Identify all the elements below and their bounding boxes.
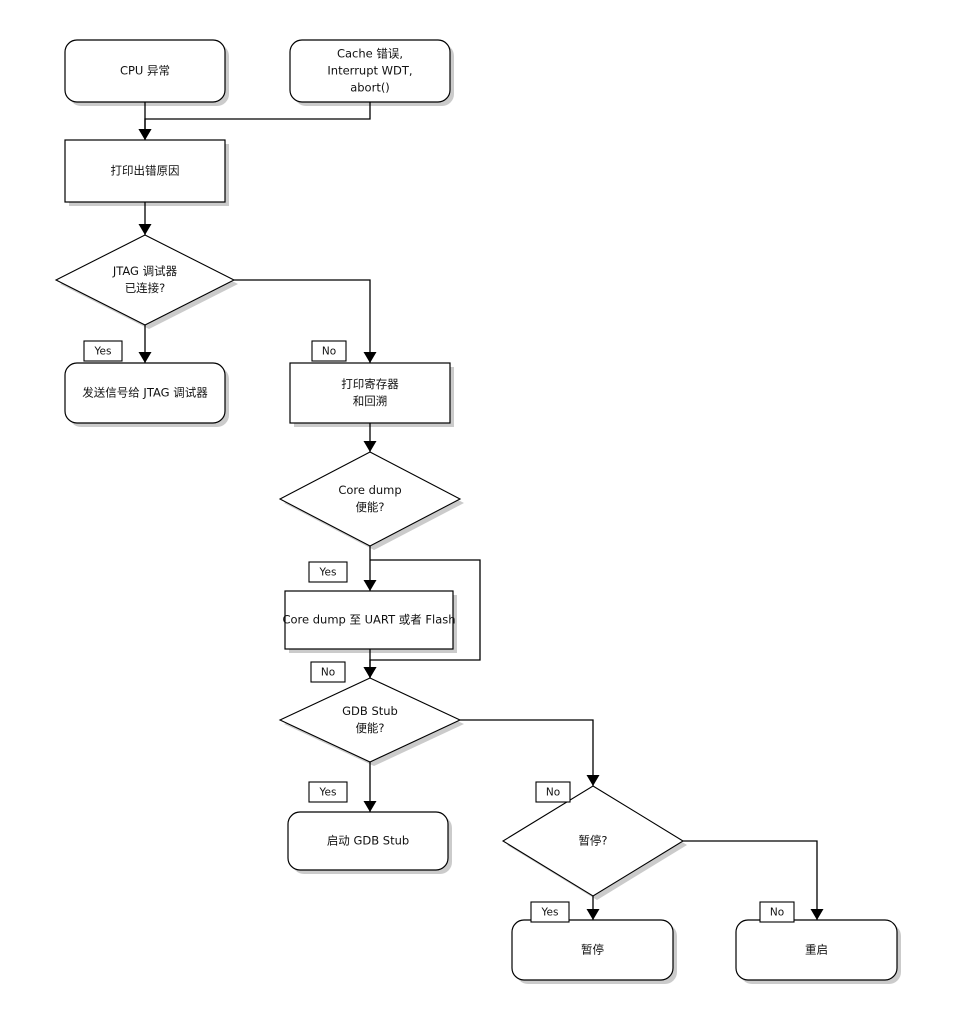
- node-coredump-enabled[interactable]: Core dump 便能?: [278, 451, 462, 547]
- arrowhead: [363, 352, 377, 363]
- node-outline: [278, 451, 462, 547]
- node-label-line: abort(): [350, 81, 390, 95]
- edge-jtag-yes-to-send-signal: [138, 325, 152, 363]
- node-outline: [54, 234, 236, 326]
- arrowhead: [586, 909, 600, 920]
- edge-label-text: Yes: [319, 787, 337, 799]
- node-layer: CPU 异常 Cache 错误, Interrupt WDT, abort() 打印出错…: [54, 39, 898, 981]
- edge-label-halt-no: No: [759, 901, 795, 923]
- node-send-signal-to-jtag[interactable]: 发送信号给 JTAG 调试器: [64, 362, 226, 424]
- node-label-line: 和回溯: [353, 394, 388, 408]
- edge-layer: [138, 102, 824, 920]
- node-label-line: CPU 异常: [120, 64, 170, 78]
- node-outline: [289, 362, 451, 424]
- node-label-line: 便能?: [355, 721, 384, 735]
- arrowhead: [363, 580, 377, 591]
- node-label-line: 打印出错原因: [111, 164, 180, 178]
- edge-label-jtag-yes: Yes: [83, 340, 123, 362]
- node-outline: [501, 785, 685, 897]
- edge-print-registers-to-coredump-decision: [363, 423, 377, 452]
- node-cpu-exception[interactable]: CPU 异常: [64, 39, 226, 103]
- node-halt-question[interactable]: 暂停?: [501, 785, 685, 897]
- node-reboot[interactable]: 重启: [735, 919, 898, 981]
- edge-label-jtag-no: No: [311, 340, 347, 362]
- arrowhead: [586, 775, 600, 786]
- edge-print-error-to-jtag-decision: [138, 202, 152, 235]
- edge-label-coredump-no: No: [310, 661, 346, 683]
- node-label-line: 暂停?: [578, 834, 607, 848]
- node-label-line: 发送信号给 JTAG 调试器: [82, 386, 208, 400]
- node-outline: [278, 677, 462, 763]
- node-cache-error[interactable]: Cache 错误, Interrupt WDT, abort(): [289, 39, 451, 103]
- edge-coredump-write-to-gdbstub-decision: [363, 649, 377, 678]
- edge-label-box: [83, 340, 123, 362]
- node-label-line: Interrupt WDT,: [327, 64, 412, 78]
- edge-label-coredump-yes: Yes: [308, 561, 348, 583]
- node-label-line: JTAG 调试器: [112, 264, 178, 278]
- node-outline: [511, 919, 674, 981]
- edge-label-text: Yes: [541, 907, 559, 919]
- node-label-line: 重启: [805, 943, 828, 957]
- node-outline: [64, 139, 226, 203]
- node-label-line: 暂停: [581, 943, 604, 957]
- node-label-line: Core dump 至 UART 或者 Flash: [282, 613, 455, 627]
- arrowhead: [363, 667, 377, 678]
- node-outline: [287, 811, 449, 871]
- node-label-line: Cache 错误,: [337, 47, 403, 61]
- arrowhead: [363, 441, 377, 452]
- edge-label-gdbstub-yes: Yes: [308, 781, 348, 803]
- edge-halt-yes-to-halt-node: [586, 896, 600, 920]
- node-label-line: 打印寄存器: [341, 377, 399, 391]
- node-coredump-to-uart-flash[interactable]: Core dump 至 UART 或者 Flash: [282, 590, 456, 650]
- edge-label-box: [308, 781, 348, 803]
- edge-label-box: [530, 901, 570, 923]
- edge-coredump-yes-to-write: [363, 546, 377, 591]
- edge-label-text: No: [321, 667, 335, 679]
- arrowhead: [138, 129, 152, 140]
- edge-halt-no-to-reboot: [683, 840, 824, 920]
- edge-label-box: [311, 340, 347, 362]
- edge-label-text: No: [546, 787, 560, 799]
- node-outline: [735, 919, 898, 981]
- node-print-error-cause[interactable]: 打印出错原因: [64, 139, 226, 203]
- node-label-line: 启动 GDB Stub: [327, 834, 409, 848]
- edge-label-box: [310, 661, 346, 683]
- edge-label-box: [535, 781, 571, 803]
- node-label-line: 便能?: [355, 500, 384, 514]
- arrowhead: [138, 224, 152, 235]
- arrowhead: [810, 909, 824, 920]
- edge-label-text: Yes: [319, 567, 337, 579]
- node-label-line: Core dump: [338, 483, 401, 497]
- node-outline: [64, 39, 226, 103]
- node-outline: [289, 39, 451, 103]
- edge-gdbstub-yes-to-start: [363, 762, 377, 812]
- node-label-line: GDB Stub: [342, 704, 398, 718]
- edge-label-text: No: [322, 346, 336, 358]
- edge-label-box: [759, 901, 795, 923]
- edge-label-gdbstub-no: No: [535, 781, 571, 803]
- node-outline: [64, 362, 226, 424]
- node-label-line: 已连接?: [125, 281, 166, 295]
- node-start-gdbstub[interactable]: 启动 GDB Stub: [287, 811, 449, 871]
- edge-gdbstub-no-to-halt-decision: [460, 719, 600, 786]
- edge-label-text: No: [770, 907, 784, 919]
- arrowhead: [363, 801, 377, 812]
- edge-label-halt-yes: Yes: [530, 901, 570, 923]
- edge-label-box: [308, 561, 348, 583]
- node-gdbstub-enabled[interactable]: GDB Stub 便能?: [278, 677, 462, 763]
- node-halt[interactable]: 暂停: [511, 919, 674, 981]
- edge-jtag-no-to-print-registers: [234, 279, 377, 363]
- edge-label-text: Yes: [94, 346, 112, 358]
- arrowhead: [138, 352, 152, 363]
- node-outline: [284, 590, 454, 650]
